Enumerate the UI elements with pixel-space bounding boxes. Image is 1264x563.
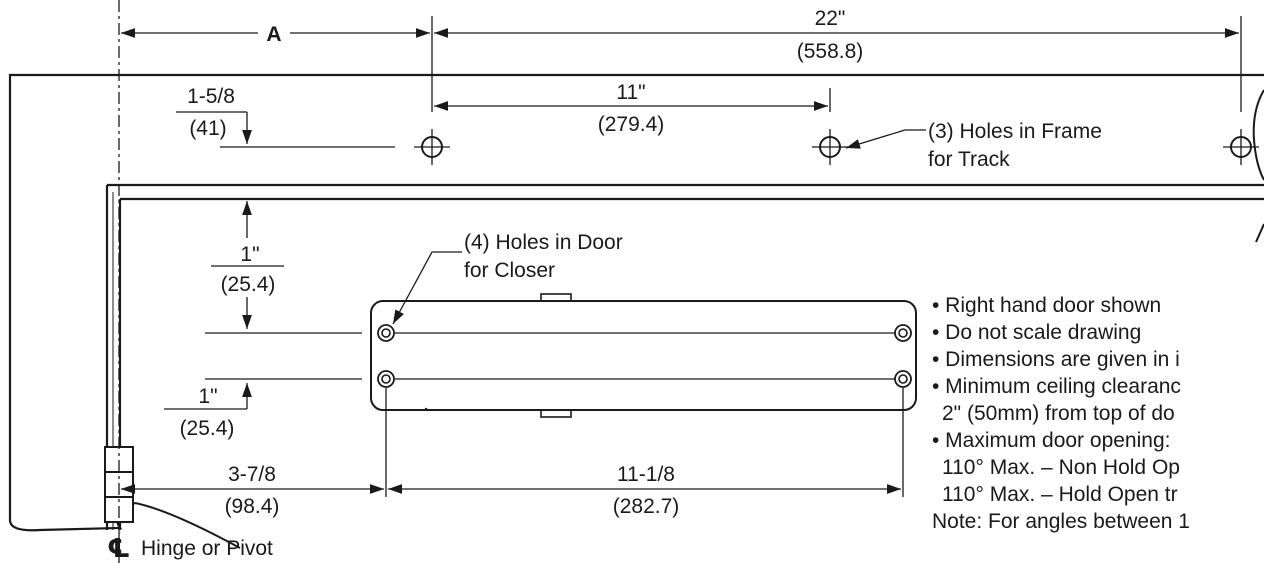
frame-hole-3 <box>1223 129 1259 165</box>
hinge-label: Hinge or Pivot <box>141 537 273 560</box>
note-ceiling-clearance: • Minimum ceiling clearanc <box>932 375 1181 398</box>
dim-1b-inches: 1" <box>198 385 217 408</box>
dim-a-label: A <box>266 23 281 46</box>
note-dimensions: • Dimensions are given in i <box>932 348 1180 371</box>
dim-22-inches: 22" <box>815 7 846 30</box>
dim-1118-inches: 11-1/8 <box>617 463 675 486</box>
closer-body <box>370 300 917 411</box>
note-right-hand: • Right hand door shown <box>932 294 1161 317</box>
dim-158-inches: 1-5/8 <box>187 85 235 108</box>
frame-hole-2 <box>812 129 848 165</box>
door-hole-bottom-right <box>894 370 912 388</box>
frame-holes-leader <box>845 129 926 149</box>
notes-block: • Right hand door shown • Do not scale d… <box>932 294 1190 533</box>
arm-partial-tick <box>1255 223 1264 243</box>
note-non-hold-open: 110° Max. – Non Hold Op <box>942 456 1180 479</box>
dim-1b-mm: (25.4) <box>180 417 235 440</box>
door-hole-bottom-left <box>377 370 395 388</box>
dim-11-mm: (279.4) <box>598 113 665 136</box>
door-bottom-curve <box>134 502 241 549</box>
note-max-door-opening: • Maximum door opening: <box>932 429 1170 452</box>
dim-378-mm: (98.4) <box>225 495 280 518</box>
dim-1118-mm: (282.7) <box>613 495 680 518</box>
arm-partial <box>1252 89 1264 181</box>
dim-1a-mm: (25.4) <box>221 273 276 296</box>
closer-dot <box>424 407 428 411</box>
door-hole-top-right <box>894 324 912 342</box>
note-ceiling-clearance-detail: 2" (50mm) from top of do <box>942 402 1175 425</box>
dim-11-inches: 11" <box>616 81 645 104</box>
frame-holes-label-line2: for Track <box>928 148 1010 171</box>
centerline-symbol: ℄ <box>107 533 130 563</box>
dim-22-mm: (558.8) <box>797 40 864 63</box>
dim-158-mm: (41) <box>189 117 226 140</box>
door-hole-top-left <box>377 324 395 342</box>
frame-holes-label-line1: (3) Holes in Frame <box>928 120 1102 143</box>
door-holes-leader <box>392 251 462 325</box>
door-holes-label-line2: for Closer <box>464 259 555 282</box>
note-angles: Note: For angles between 1 <box>932 510 1190 533</box>
dim-1a-inches: 1" <box>240 243 259 266</box>
dim-378-inches: 3-7/8 <box>228 463 276 486</box>
note-hold-open: 110° Max. – Hold Open tr <box>942 483 1178 506</box>
note-do-not-scale: • Do not scale drawing <box>932 321 1141 344</box>
door-holes-label-line1: (4) Holes in Door <box>464 231 623 254</box>
frame-hole-1 <box>414 129 450 165</box>
